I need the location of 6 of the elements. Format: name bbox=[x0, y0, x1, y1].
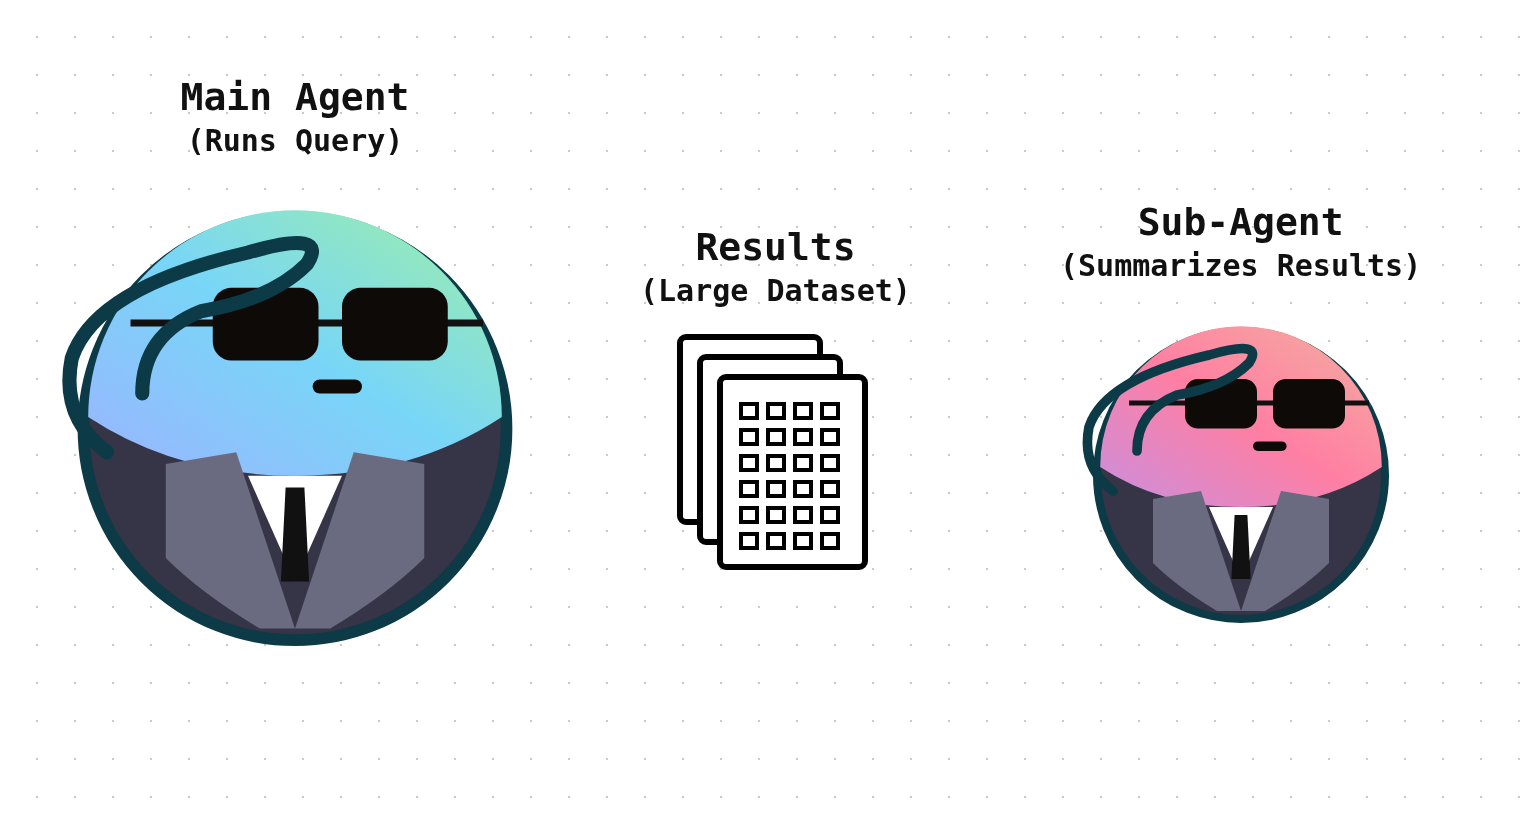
heading: Sub-Agent bbox=[1137, 200, 1344, 246]
subheading: (Runs Query) bbox=[186, 121, 404, 160]
heading: Results bbox=[695, 225, 856, 271]
subheading: (Summarizes Results) bbox=[1060, 246, 1422, 285]
subheading: (Large Dataset) bbox=[640, 271, 911, 310]
heading: Main Agent bbox=[180, 75, 410, 121]
